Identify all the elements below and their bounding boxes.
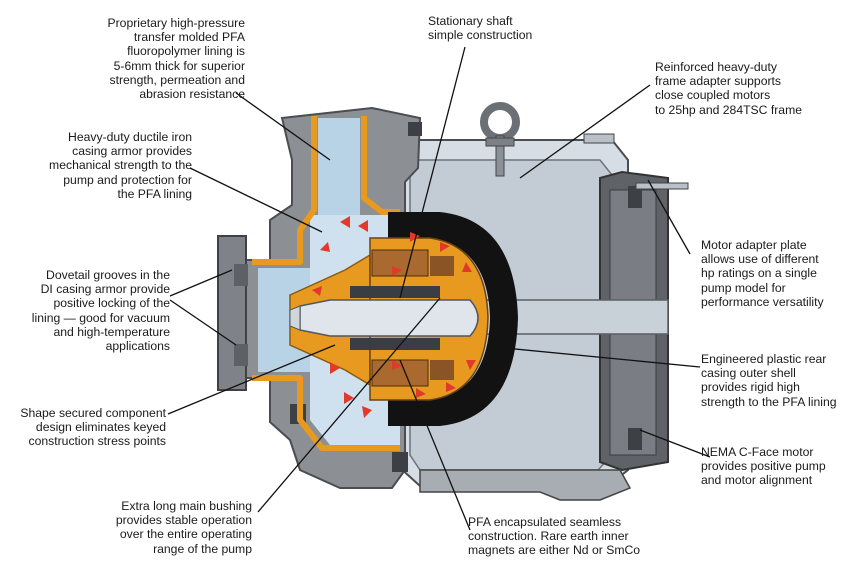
main-bushing — [350, 286, 440, 298]
callout-motor-adapter-plate: Motor adapter plate allows use of differ… — [701, 238, 824, 309]
callout-main-bushing: Extra long main bushing provides stable … — [115, 499, 252, 556]
leader-lines — [167, 46, 711, 531]
callout-nema-c-face: NEMA C-Face motor provides positive pump… — [701, 445, 826, 488]
rear-casing-shell — [388, 212, 518, 426]
lifting-eye — [480, 102, 520, 177]
stationary-shaft — [299, 299, 479, 337]
mounting-foot — [419, 469, 632, 501]
callout-pfa-magnets: PFA encapsulated seamless construction. … — [468, 515, 641, 558]
callout-dovetail-grooves: Dovetail grooves in the DI casing armor … — [31, 268, 170, 354]
callout-shape-secured: Shape secured component design eliminate… — [20, 406, 166, 449]
callout-stationary-shaft: Stationary shaft simple construction — [428, 14, 533, 43]
callout-frame-adapter: Reinforced heavy-duty frame adapter supp… — [655, 60, 803, 117]
inner-magnets — [371, 249, 454, 387]
callout-casing-armor: Heavy-duty ductile iron casing armor pro… — [49, 130, 192, 201]
flow-arrows — [312, 216, 476, 418]
callout-pfa-lining: Proprietary high-pressure transfer molde… — [107, 16, 245, 102]
callout-rear-casing: Engineered plastic rear casing outer she… — [701, 352, 837, 409]
frame-bolts — [583, 133, 689, 190]
